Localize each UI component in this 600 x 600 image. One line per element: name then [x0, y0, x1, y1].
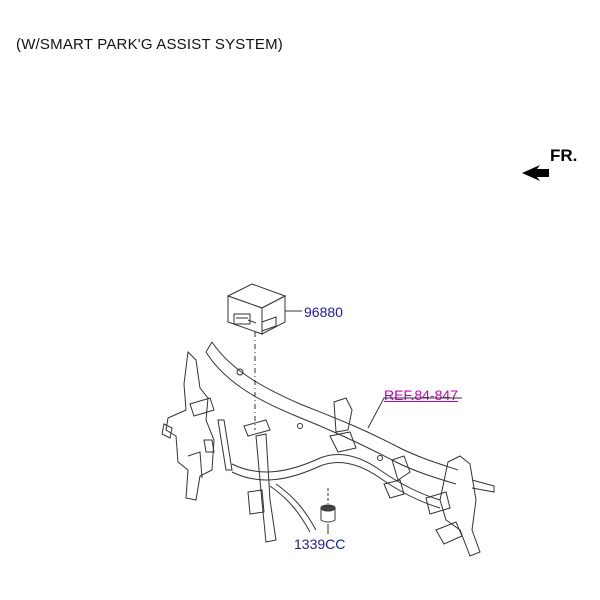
reference-link[interactable]: REF.84-847 [384, 387, 458, 403]
front-arrow-icon [522, 165, 549, 181]
front-direction-label: FR. [550, 146, 578, 165]
part-number-module[interactable]: 96880 [304, 304, 343, 320]
nut-1339cc[interactable] [320, 504, 336, 523]
leader-line-reference [367, 397, 462, 429]
part-number-nut[interactable]: 1339CC [294, 536, 346, 552]
diagram-caption: (W/SMART PARK'G ASSIST SYSTEM) [16, 36, 283, 53]
cowl-crossbar-assembly [161, 341, 495, 557]
module-96880[interactable] [226, 283, 287, 335]
